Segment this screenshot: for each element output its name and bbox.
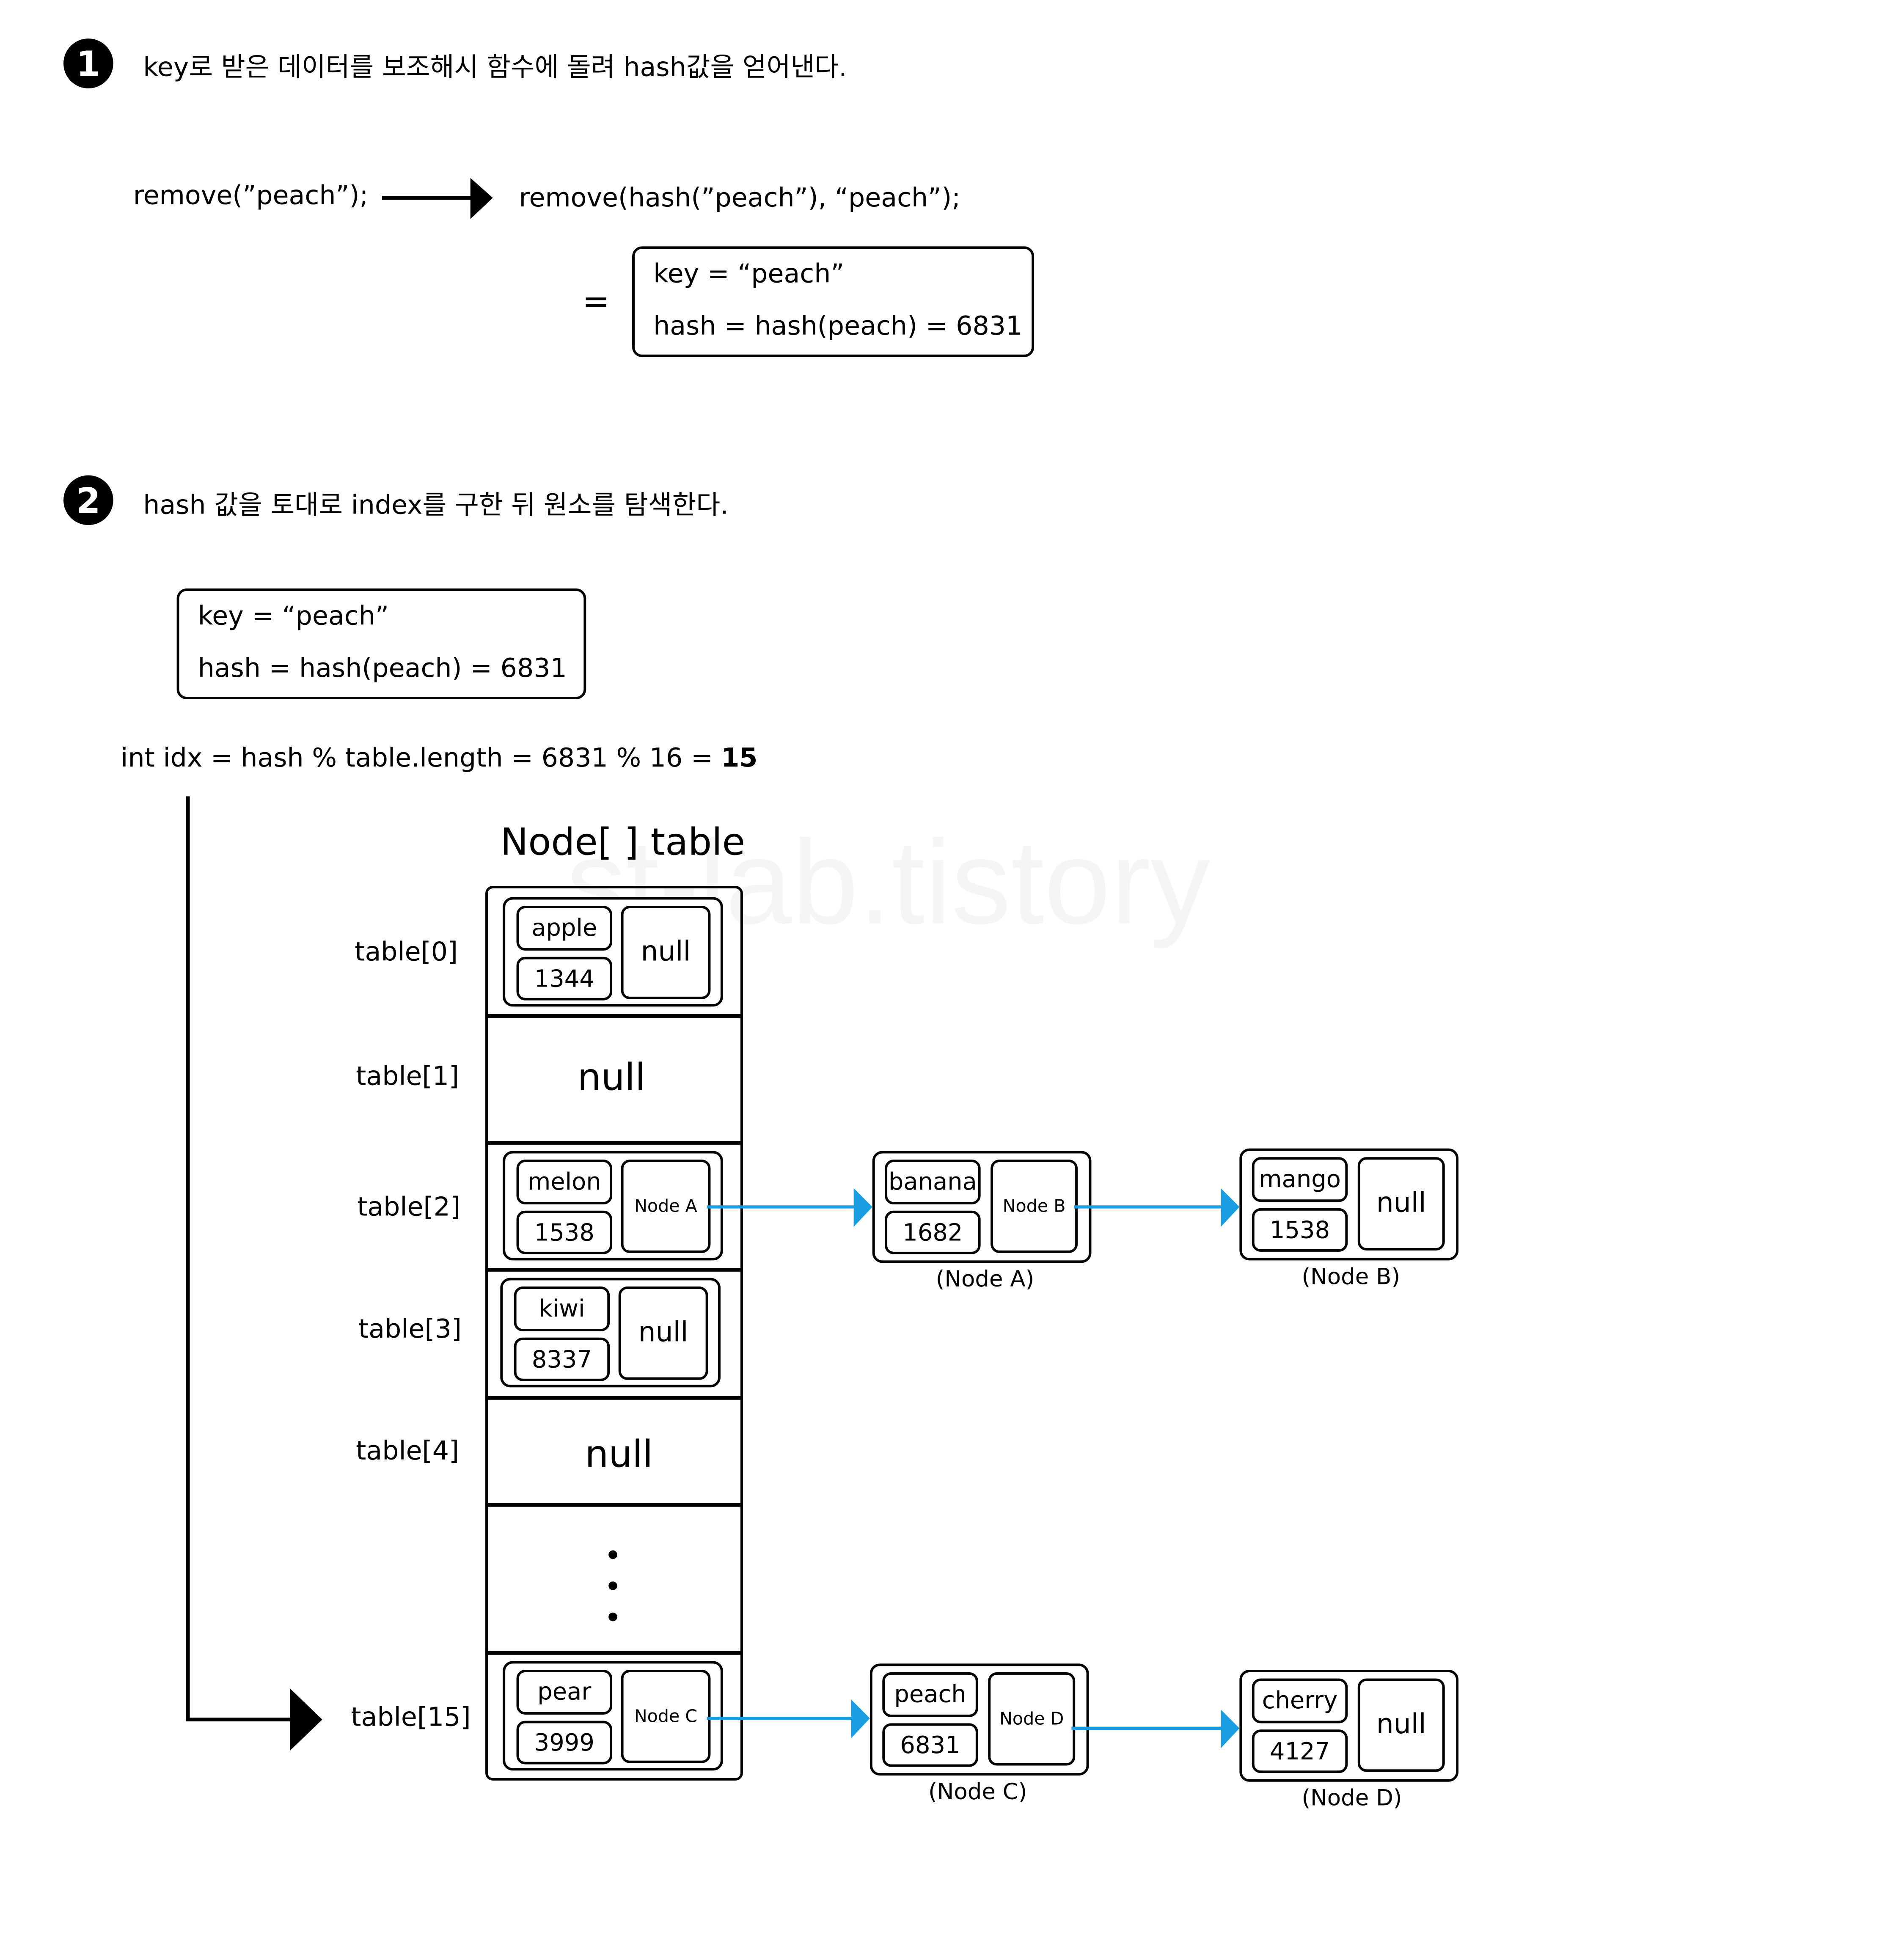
node-key: peach	[882, 1672, 978, 1717]
node-hash: 1344	[516, 957, 613, 1000]
caption-node-c: (Node C)	[928, 1779, 1027, 1806]
row-divider	[485, 1268, 743, 1271]
node-key: cherry	[1252, 1678, 1348, 1723]
node-next: Node D	[988, 1672, 1076, 1766]
hash-info-hash-1: hash = hash(peach) = 6831	[653, 311, 1023, 341]
node-next: Node B	[991, 1160, 1078, 1253]
row-divider	[485, 1651, 743, 1655]
table-label-15: table[15]	[351, 1702, 471, 1732]
next-arrow-a-to-b	[1074, 1188, 1240, 1227]
node-hash: 1538	[516, 1210, 613, 1254]
table-node-apple: apple 1344 null	[503, 897, 723, 1007]
equals-sign: =	[582, 283, 610, 321]
row-divider	[485, 1141, 743, 1144]
node-hash: 1682	[885, 1210, 981, 1254]
chain-node-d: cherry 4127 null	[1239, 1670, 1459, 1782]
node-next: Node A	[621, 1160, 711, 1253]
next-arrow-c-to-d	[1071, 1710, 1240, 1748]
table-node-kiwi: kiwi 8337 null	[500, 1278, 721, 1388]
node-next: null	[618, 1286, 708, 1380]
table-node-pear: pear 3999 Node C	[503, 1661, 723, 1771]
node-hash: 8337	[514, 1337, 610, 1381]
ellipsis-dot	[608, 1612, 617, 1622]
chain-node-a: banana 1682 Node B	[872, 1151, 1092, 1263]
table-label-1: table[1]	[356, 1061, 459, 1091]
table-label-4: table[4]	[356, 1436, 459, 1466]
table-label-2: table[2]	[357, 1192, 461, 1222]
chain-node-c: peach 6831 Node D	[869, 1663, 1089, 1776]
remove-call: remove(”peach”);	[133, 180, 369, 211]
table-node-melon: melon 1538 Node A	[503, 1151, 723, 1261]
next-arrow-pear-to-c	[707, 1699, 870, 1738]
index-calculation: int idx = hash % table.length = 6831 % 1…	[121, 743, 757, 773]
node-key: banana	[885, 1160, 981, 1205]
node-key: apple	[516, 906, 613, 951]
chain-node-b: mango 1538 null	[1239, 1148, 1459, 1261]
hash-info-key-1: key = “peach”	[653, 258, 845, 289]
table-label-0: table[0]	[355, 937, 458, 967]
null-slot-4: null	[585, 1433, 653, 1477]
row-divider	[485, 1396, 743, 1399]
ellipsis-dot	[608, 1581, 617, 1590]
next-arrow-melon-to-a	[707, 1188, 872, 1227]
node-key: kiwi	[514, 1286, 610, 1332]
step-2-badge: 2	[63, 475, 113, 525]
caption-node-a: (Node A)	[935, 1267, 1035, 1293]
node-key: melon	[516, 1160, 613, 1205]
step-1-badge: 1	[63, 38, 113, 88]
table-label-3: table[3]	[358, 1314, 462, 1344]
row-divider	[485, 1014, 743, 1017]
remove-transform-arrow	[382, 178, 493, 219]
null-slot-1: null	[577, 1056, 646, 1100]
node-next: null	[1357, 1678, 1445, 1772]
node-hash: 6831	[882, 1723, 978, 1767]
node-table	[485, 886, 743, 1781]
hash-info-hash-2: hash = hash(peach) = 6831	[198, 653, 567, 683]
table-title: Node[ ] table	[500, 821, 746, 865]
hash-info-box-1: key = “peach” hash = hash(peach) = 6831	[632, 246, 1035, 357]
node-next: null	[1357, 1157, 1445, 1251]
caption-node-d: (Node D)	[1301, 1785, 1402, 1812]
hash-info-key-2: key = “peach”	[198, 601, 389, 631]
node-hash: 3999	[516, 1721, 613, 1765]
row-divider	[485, 1503, 743, 1506]
node-next: Node C	[621, 1670, 711, 1763]
index-lookup-arrow	[186, 796, 322, 1751]
node-hash: 1538	[1252, 1208, 1348, 1252]
step-2-heading: hash 값을 토대로 index를 구한 뒤 원소를 탐색한다.	[143, 490, 729, 520]
node-key: mango	[1252, 1157, 1348, 1202]
node-key: pear	[516, 1670, 613, 1715]
remove-hash-call: remove(hash(”peach”), “peach”);	[519, 183, 961, 213]
hash-info-box-2: key = “peach” hash = hash(peach) = 6831	[176, 588, 586, 699]
node-hash: 4127	[1252, 1729, 1348, 1773]
caption-node-b: (Node B)	[1301, 1264, 1400, 1290]
index-result: 15	[721, 742, 758, 773]
ellipsis-dot	[608, 1550, 617, 1559]
node-next: null	[621, 906, 711, 999]
step-1-heading: key로 받은 데이터를 보조해시 함수에 돌려 hash값을 얻어낸다.	[143, 52, 847, 82]
index-formula: int idx = hash % table.length = 6831 % 1…	[121, 742, 721, 773]
